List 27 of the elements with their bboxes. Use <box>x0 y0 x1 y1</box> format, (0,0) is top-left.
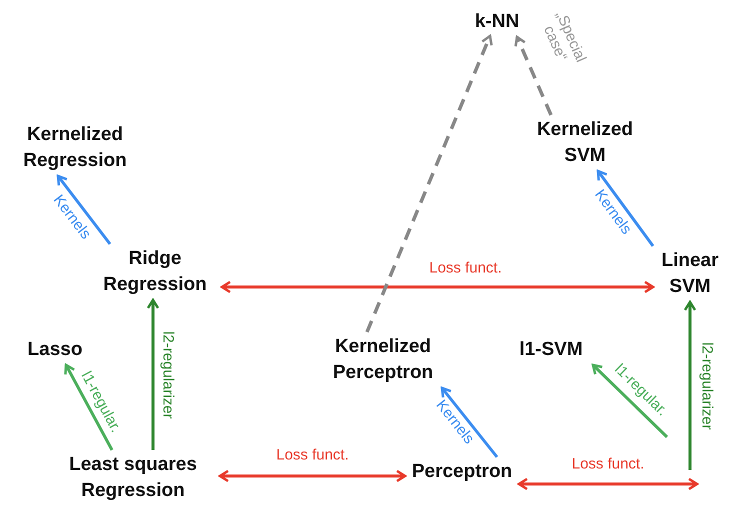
double-arrow <box>218 470 406 482</box>
edge-label: Loss funct. <box>572 456 644 472</box>
arrow <box>56 174 112 245</box>
model-label: Kernelized SVM <box>520 117 650 169</box>
model-label: Linear SVM <box>655 248 725 300</box>
edge-label: Loss funct. <box>276 446 349 464</box>
arrow <box>440 386 498 458</box>
dashed-arrow <box>365 34 493 333</box>
arrow <box>146 298 160 450</box>
dashed-arrow <box>514 36 553 116</box>
model-label: Kernelized Regression <box>10 122 140 174</box>
arrow <box>592 364 668 438</box>
edge-label: Loss funct. <box>429 260 502 276</box>
edge-label: l2-regularizer <box>160 331 176 419</box>
model-label: Kernelized Perceptron <box>316 334 450 386</box>
model-label: Ridge Regression <box>90 246 220 298</box>
model-label: k-NN <box>457 9 537 35</box>
model-label: Lasso <box>20 337 90 363</box>
arrow <box>684 300 696 470</box>
model-label: l1-SVM <box>511 337 591 363</box>
double-arrow <box>518 478 698 490</box>
arrow <box>64 364 114 451</box>
double-arrow <box>220 280 654 294</box>
arrow <box>596 170 654 247</box>
model-label: Least squares Regression <box>48 452 218 504</box>
model-label: Perceptron <box>407 459 517 485</box>
edge-label: l2-regularizer <box>698 342 716 430</box>
